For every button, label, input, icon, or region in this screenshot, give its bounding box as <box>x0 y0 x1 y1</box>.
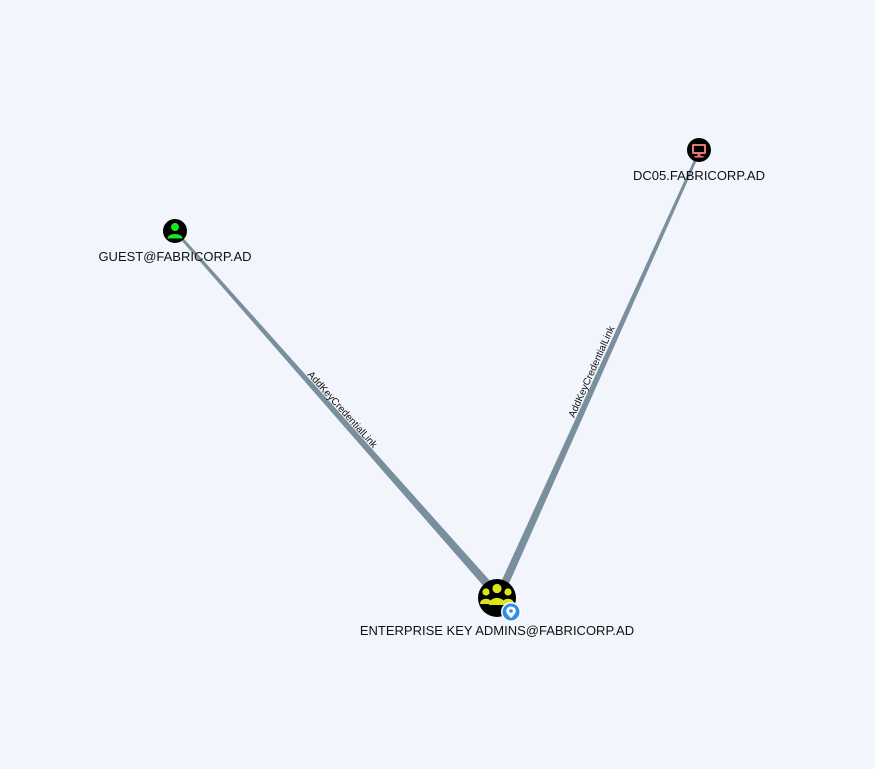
edge-line[interactable] <box>496 151 700 597</box>
edge-label: AddKeyCredentialLink <box>567 324 618 420</box>
computer-icon <box>692 144 706 158</box>
user-icon <box>167 223 183 239</box>
edge-dc05-to-enterprise-key-admins[interactable]: AddKeyCredentialLink <box>496 151 700 597</box>
edge-line[interactable] <box>175 231 500 598</box>
location-pin-icon <box>501 602 521 622</box>
node-dc05[interactable]: DC05.FABRICORP.AD <box>633 138 765 183</box>
node-label: ENTERPRISE KEY ADMINS@FABRICORP.AD <box>360 623 634 638</box>
node-guest[interactable]: GUEST@FABRICORP.AD <box>98 219 252 264</box>
node-label: DC05.FABRICORP.AD <box>633 168 765 183</box>
node-label: GUEST@FABRICORP.AD <box>98 249 251 264</box>
node-enterprise-key-admins[interactable]: ENTERPRISE KEY ADMINS@FABRICORP.AD <box>360 579 634 638</box>
edge-label: AddKeyCredentialLink <box>305 370 380 452</box>
edge-guest-to-enterprise-key-admins[interactable]: AddKeyCredentialLink <box>175 231 500 598</box>
